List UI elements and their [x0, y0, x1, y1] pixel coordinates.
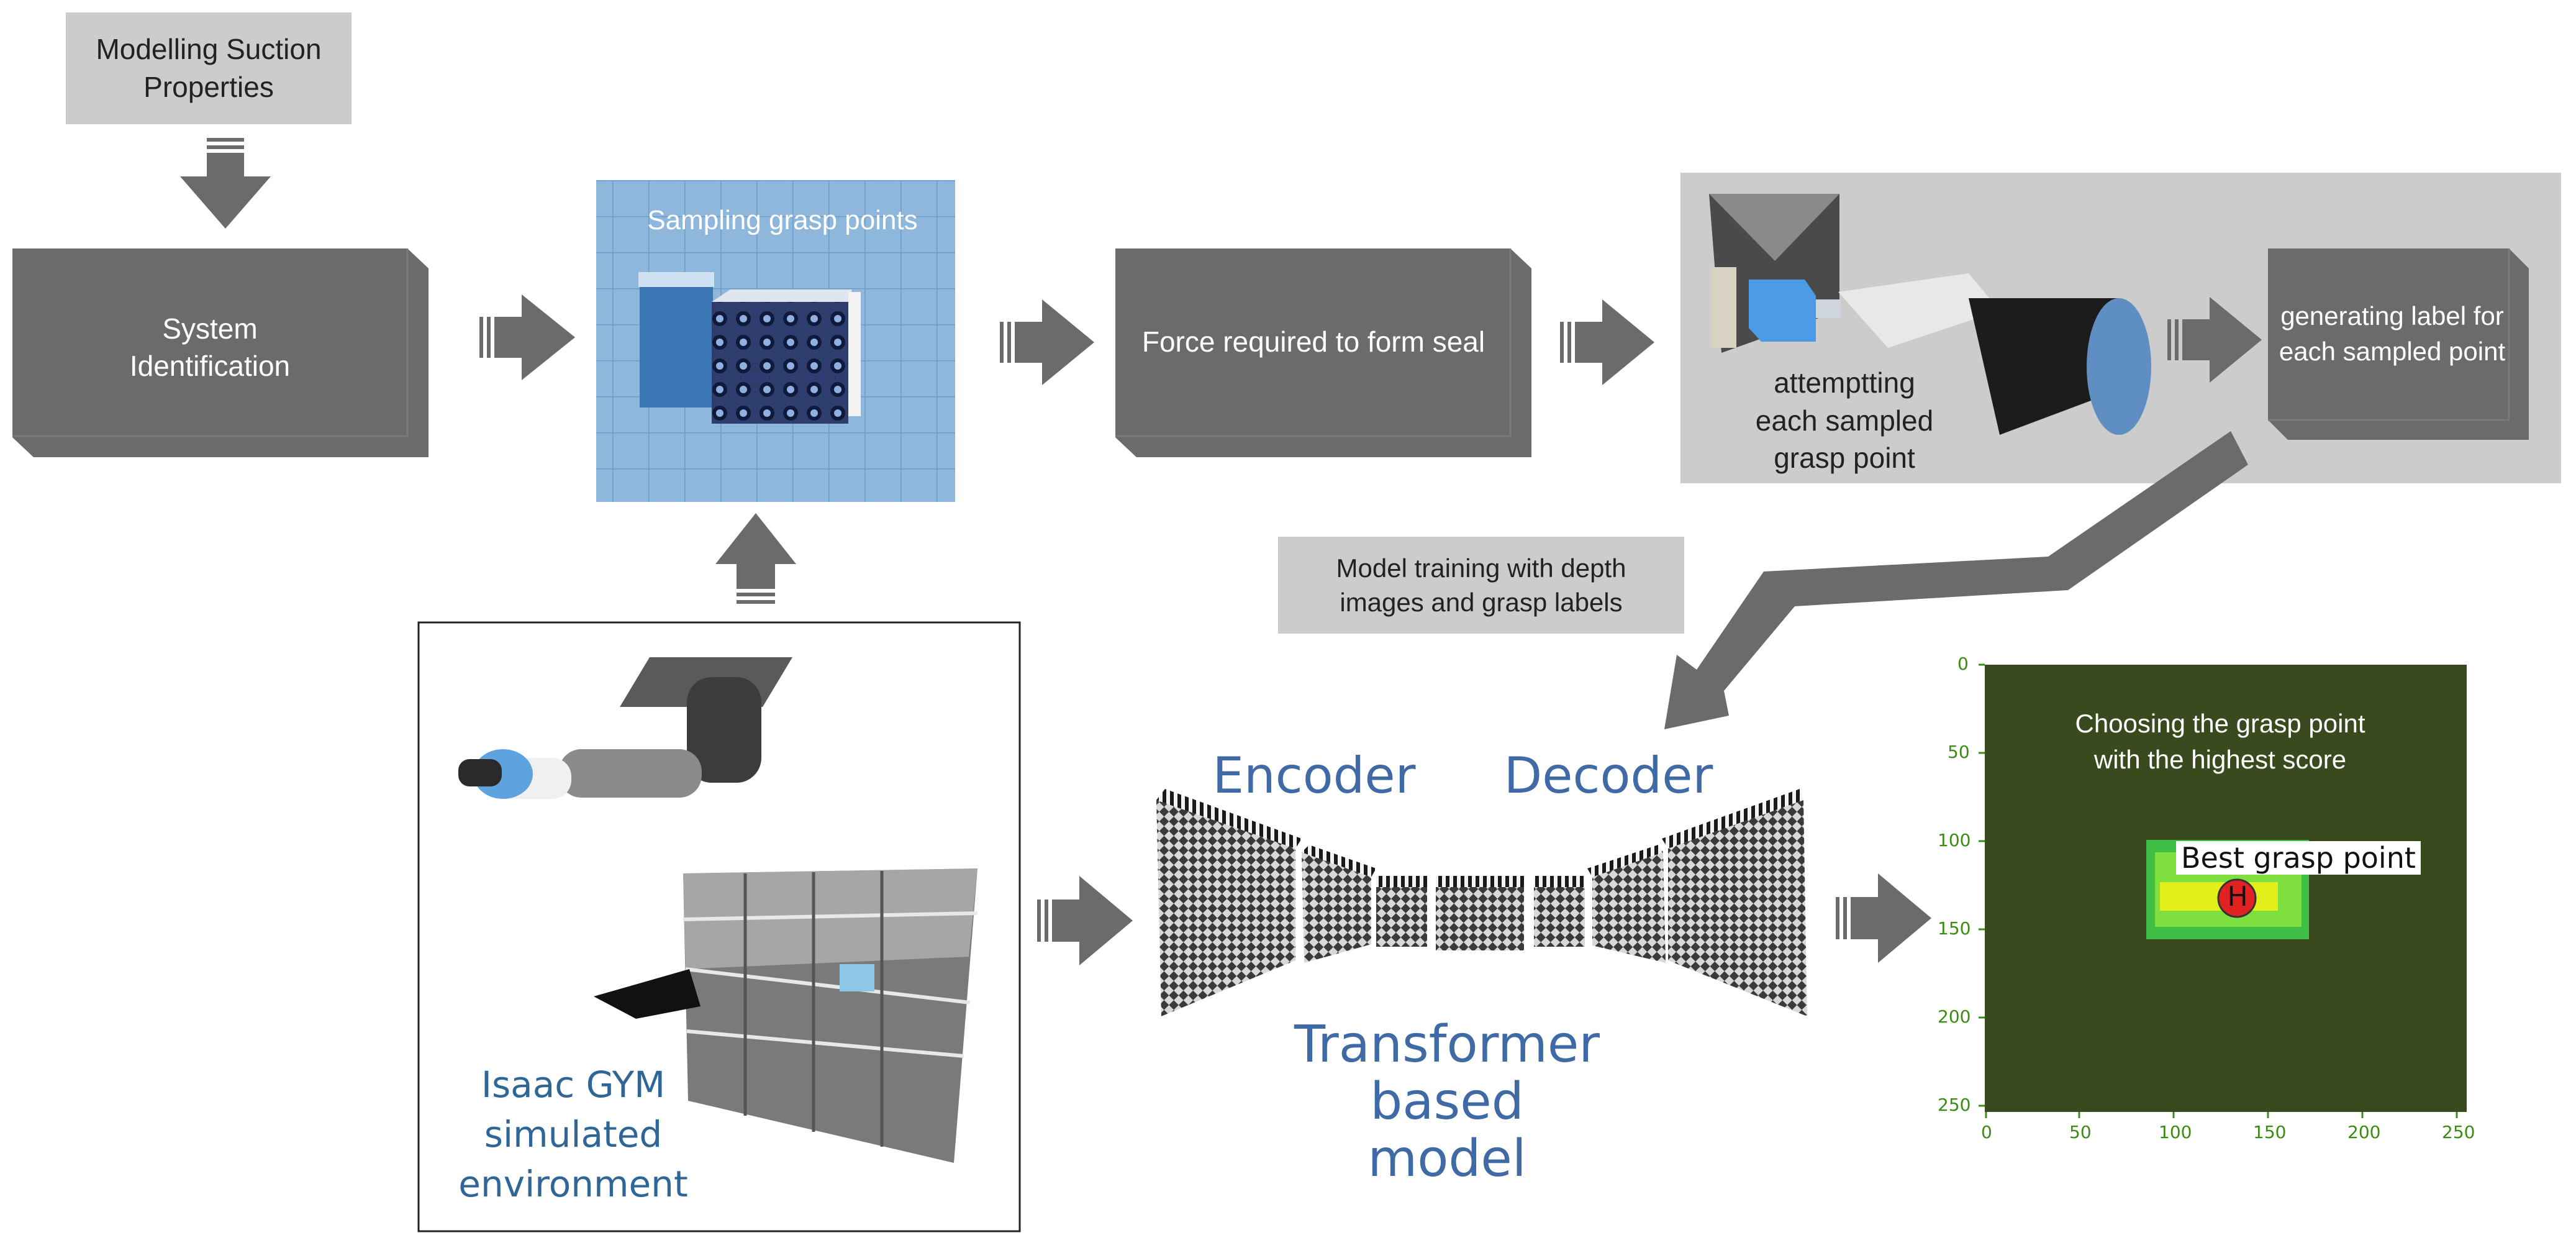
- environment-label: Isaac GYM simulated environment: [458, 1064, 688, 1206]
- y-tick-50: 50: [1948, 742, 1970, 762]
- arrow-right-4: [2167, 297, 2262, 383]
- y-tick-250: 250: [1938, 1095, 1971, 1115]
- best-grasp-label: Best grasp point: [2176, 841, 2421, 875]
- arrow-right-6: [1836, 873, 1931, 963]
- system-id-label: System Identification: [129, 312, 291, 382]
- arrow-down-modelling: [180, 138, 271, 229]
- x-tick-0: 0: [1981, 1122, 1992, 1142]
- x-tick-50: 50: [2069, 1122, 2092, 1142]
- sampling-label: Sampling grasp points: [647, 205, 918, 235]
- arrow-up-env: [715, 513, 796, 604]
- arrow-right-3: [1560, 299, 1654, 385]
- force-label: Force required to form seal: [1141, 326, 1485, 358]
- force-shape: [1115, 248, 1531, 457]
- y-tick-100: 100: [1938, 830, 1971, 850]
- x-tick-200: 200: [2347, 1122, 2381, 1142]
- x-tick-250: 250: [2442, 1122, 2475, 1142]
- bent-arrow: [1664, 431, 2248, 729]
- modelling-suction-label: Modelling Suction Properties: [96, 33, 322, 103]
- attempting-label: attemptting each sampled grasp point: [1755, 367, 1934, 475]
- model-title: Transformer based model: [1294, 1015, 1600, 1188]
- y-tick-150: 150: [1938, 918, 1971, 939]
- robot-arm-image: [458, 657, 792, 799]
- generating-label: generating label for each sampled point: [2279, 301, 2506, 366]
- modelling-suction-box: Modelling Suction Properties: [66, 12, 351, 124]
- sampling-image: [596, 180, 955, 502]
- y-tick-0: 0: [1957, 654, 1969, 674]
- heatmap-caption: Choosing the grasp point with the highes…: [2075, 709, 2365, 774]
- generating-shape: [2268, 248, 2529, 440]
- best-grasp-marker: H: [2227, 881, 2248, 913]
- model-training-label: Model training with depth images and gra…: [1336, 553, 1626, 617]
- x-tick-100: 100: [2159, 1122, 2192, 1142]
- shelf-image: [594, 868, 978, 1163]
- arrow-right-2: [1000, 299, 1094, 385]
- decoder-label: Decoder: [1503, 747, 1713, 804]
- system-id-shape: [12, 248, 429, 457]
- encoder-label: Encoder: [1212, 747, 1416, 804]
- arrow-right-1: [479, 294, 575, 380]
- x-tick-150: 150: [2253, 1122, 2287, 1142]
- y-tick-200: 200: [1938, 1006, 1971, 1027]
- suction-robot-image: [1709, 194, 2151, 435]
- model-training-box: Model training with depth images and gra…: [1278, 537, 1684, 634]
- arrow-right-5: [1037, 876, 1133, 965]
- encoder-decoder-image: [1156, 789, 1807, 1016]
